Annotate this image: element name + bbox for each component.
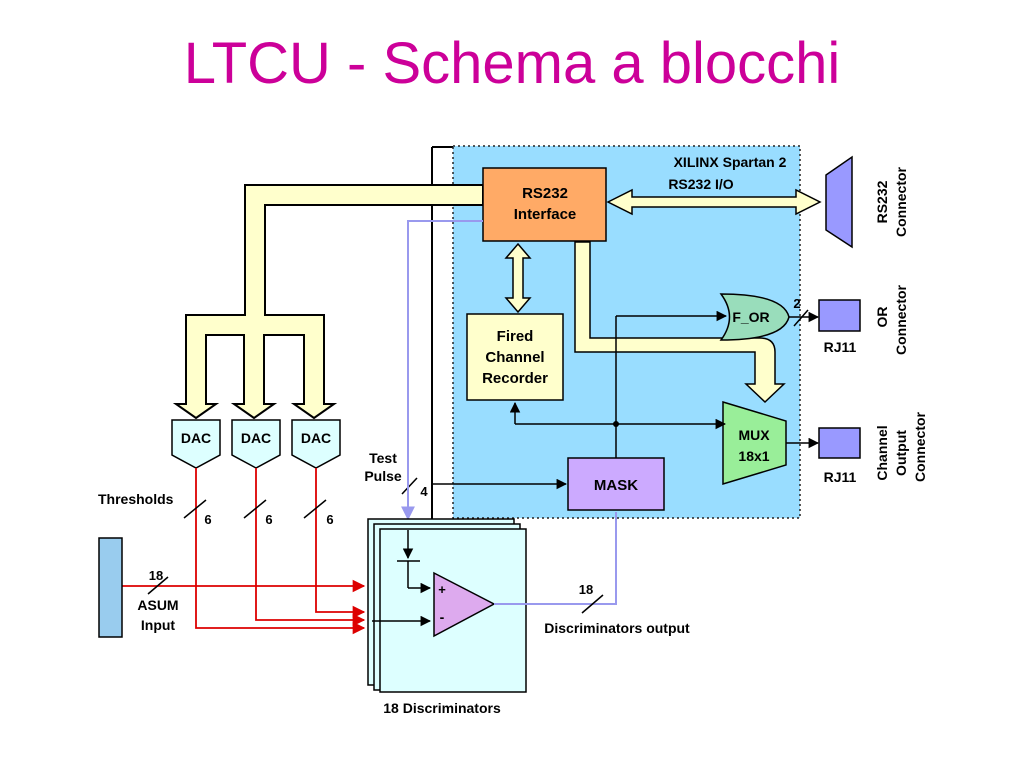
test-pulse-line2: Pulse [364, 468, 402, 484]
or-connector-line2: Connector [893, 284, 909, 355]
test-pulse-bits: 4 [420, 484, 428, 499]
f-or-label: F_OR [732, 309, 769, 325]
or-rj11-label: RJ11 [824, 339, 857, 355]
mux-line2: 18x1 [738, 448, 769, 464]
asum-bus-width: 18 [149, 568, 163, 583]
channel-connector-line2: Output [893, 430, 909, 476]
recorder-line1: Fired [497, 328, 534, 345]
internal-signal-lines [432, 310, 728, 490]
dac-1-bits: 6 [204, 512, 211, 527]
fired-channel-recorder-block: Fired Channel Recorder [466, 313, 564, 401]
dac-3: DAC [291, 419, 341, 469]
dac-3-label: DAC [301, 430, 331, 446]
fpga-label: XILINX Spartan 2 [674, 154, 787, 170]
asum-line2: Input [141, 617, 176, 633]
dac-bus-width-markers: 6 6 6 [183, 499, 334, 527]
mux-line1: MUX [738, 427, 770, 443]
rs232-interface-block: RS232 Interface [482, 167, 607, 242]
dac-2-label: DAC [241, 430, 271, 446]
recorder-bus-arrow [504, 242, 532, 314]
discriminators-output-label: Discriminators output [544, 620, 690, 636]
rs232-connector-line2: Connector [893, 166, 909, 237]
asum-line1: ASUM [137, 597, 178, 613]
test-pulse-blue-line [401, 220, 483, 521]
or-connector-line1: OR [874, 307, 890, 328]
test-pulse: Test Pulse 4 [364, 450, 428, 499]
recorder-line2: Channel [485, 349, 544, 366]
comparator-plus: + [438, 582, 446, 597]
rs232-interface-line1: RS232 [522, 185, 568, 202]
channel-connector-line1: Channel [874, 425, 890, 480]
discriminators-label: 18 Discriminators [383, 700, 501, 716]
dac-blocks: DAC DAC DAC [171, 419, 341, 469]
red-signal-lines [122, 468, 366, 635]
dac-1: DAC [171, 419, 221, 469]
rs232-connector-line1: RS232 [874, 180, 890, 223]
dac-2-bits: 6 [265, 512, 272, 527]
f-or-bus-width: 2 [793, 296, 800, 311]
mux-block: MUX 18x1 [722, 400, 787, 486]
comparator: + - [372, 571, 496, 638]
rs232-io-bus-arrow [606, 188, 822, 216]
mux-select-bus [574, 241, 786, 404]
or-rj11-connector: RJ11 OR Connector [818, 284, 909, 355]
comparator-minus: - [440, 609, 445, 625]
discriminators-output-width: 18 [579, 582, 593, 597]
rs232-io-label: RS232 I/O [668, 176, 733, 192]
dac-1-label: DAC [181, 430, 211, 446]
f-or-gate: F_OR [719, 293, 790, 341]
discriminators-output-line: 18 Discriminators output [494, 512, 690, 636]
test-pulse-line1: Test [369, 450, 397, 466]
rs232-connector: RS232 Connector [825, 155, 909, 249]
or-output-line: 2 [789, 296, 820, 327]
mask-block: MASK [567, 457, 665, 511]
dac-bus [172, 184, 484, 420]
channel-connector-line3: Connector [912, 411, 928, 482]
dac-3-bits: 6 [326, 512, 333, 527]
slide-title: LTCU - Schema a blocchi [183, 31, 841, 96]
mask-label: MASK [594, 477, 638, 494]
rs232-interface-line2: Interface [514, 206, 577, 223]
test-injection [397, 530, 432, 594]
asum-input: 18 ASUM Input [98, 537, 179, 638]
dac-2: DAC [231, 419, 281, 469]
channel-output-rj11-connector: RJ11 Channel Output Connector [818, 411, 928, 485]
recorder-line3: Recorder [482, 370, 548, 387]
thresholds-label: Thresholds [98, 491, 174, 507]
channel-rj11-label: RJ11 [824, 469, 857, 485]
